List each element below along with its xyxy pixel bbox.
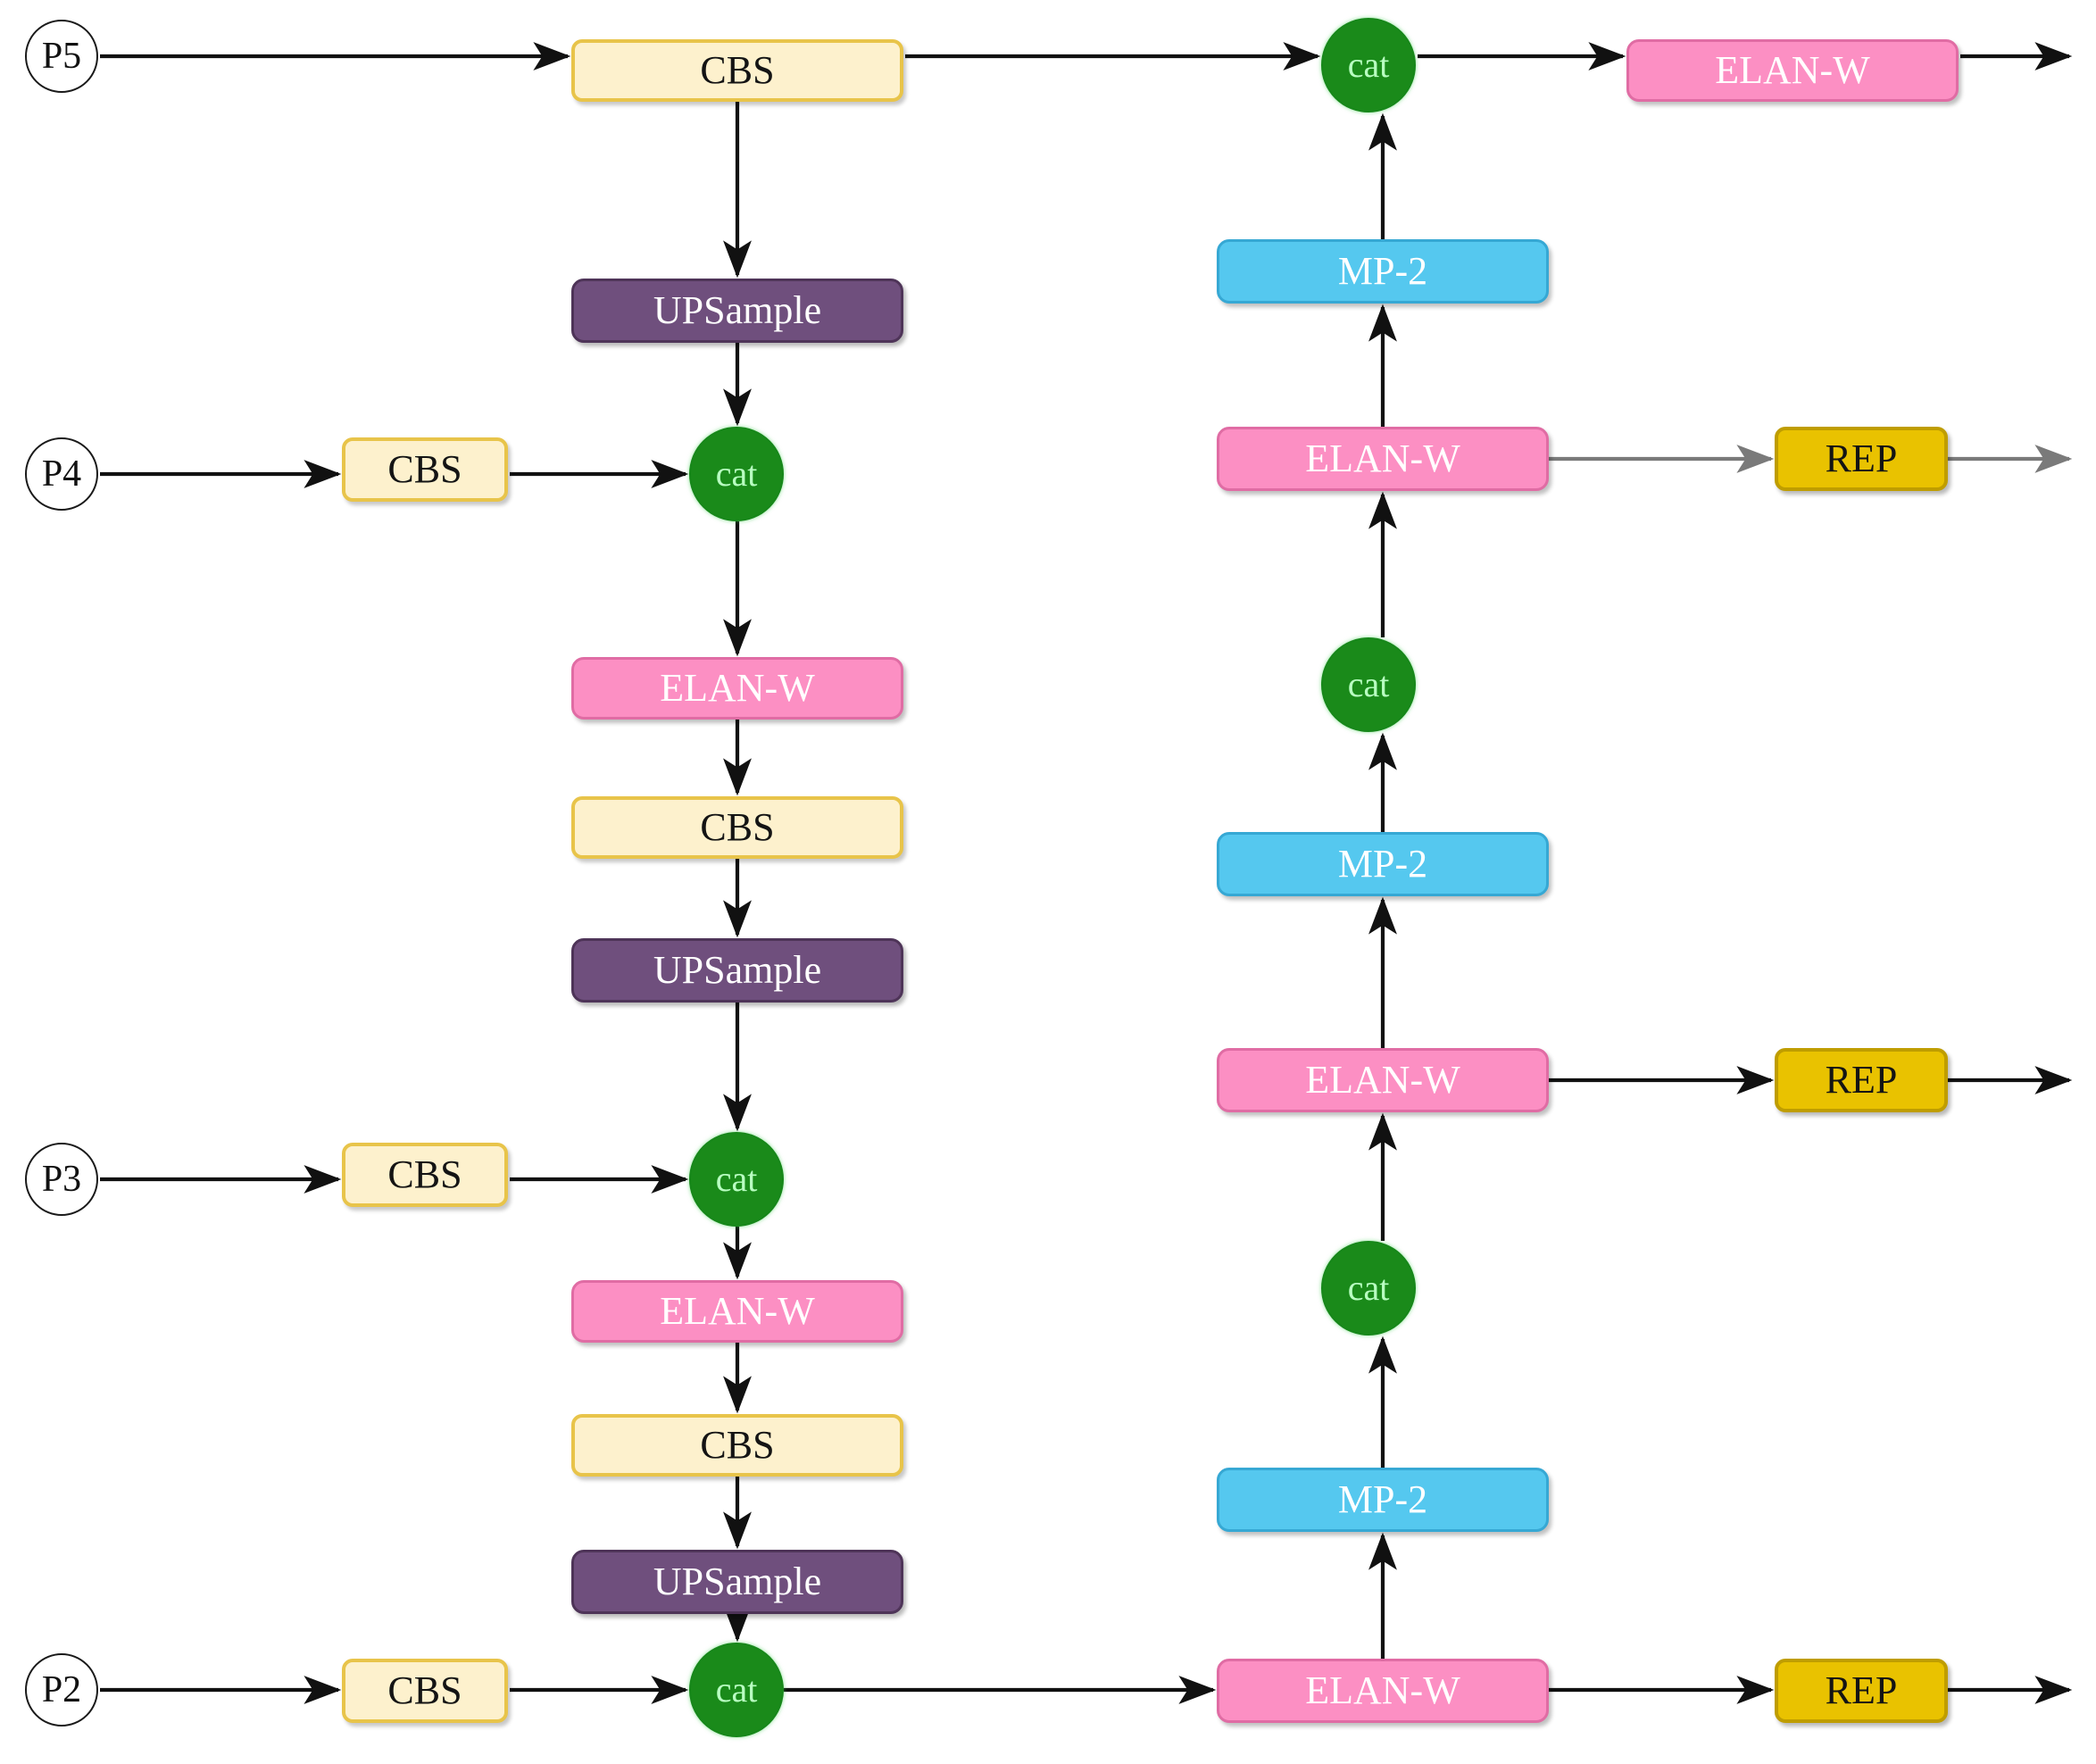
block-mp2-top[interactable]: MP-2 xyxy=(1217,239,1549,304)
block-upsample-2[interactable]: UPSample xyxy=(571,938,903,1003)
block-elanw-mid-2[interactable]: ELAN-W xyxy=(571,1280,903,1343)
block-elanw-p5[interactable]: ELAN-W xyxy=(1626,39,1959,102)
block-elanw-p2[interactable]: ELAN-W xyxy=(1217,1659,1549,1723)
block-upsample-3[interactable]: UPSample xyxy=(571,1550,903,1614)
block-mp2-mid[interactable]: MP-2 xyxy=(1217,832,1549,896)
concat-node-mid-1[interactable]: cat xyxy=(1321,637,1416,732)
edges-black xyxy=(100,42,2073,1704)
block-cbs-mid-2[interactable]: CBS xyxy=(571,1414,903,1477)
input-port-p2[interactable]: P2 xyxy=(25,1653,98,1727)
block-mp2-bot[interactable]: MP-2 xyxy=(1217,1468,1549,1532)
block-cbs-p2[interactable]: CBS xyxy=(342,1659,508,1723)
block-cbs-mid-1[interactable]: CBS xyxy=(571,796,903,859)
block-rep-p2[interactable]: REP xyxy=(1775,1659,1948,1723)
block-elanw-p4[interactable]: ELAN-W xyxy=(1217,427,1549,491)
block-rep-p4[interactable]: REP xyxy=(1775,427,1948,491)
concat-node-p5[interactable]: cat xyxy=(1321,18,1416,112)
concat-node-p3[interactable]: cat xyxy=(689,1132,784,1227)
concat-node-p4[interactable]: cat xyxy=(689,427,784,521)
block-cbs-p4[interactable]: CBS xyxy=(342,437,508,502)
input-port-p5[interactable]: P5 xyxy=(25,20,98,93)
block-elanw-mid-1[interactable]: ELAN-W xyxy=(571,657,903,720)
block-rep-p3[interactable]: REP xyxy=(1775,1048,1948,1112)
input-port-p4[interactable]: P4 xyxy=(25,437,98,511)
block-upsample-1[interactable]: UPSample xyxy=(571,279,903,343)
concat-node-mid-2[interactable]: cat xyxy=(1321,1241,1416,1335)
input-port-p3[interactable]: P3 xyxy=(25,1143,98,1216)
block-elanw-p3[interactable]: ELAN-W xyxy=(1217,1048,1549,1112)
concat-node-p2[interactable]: cat xyxy=(689,1643,784,1737)
block-cbs-p5[interactable]: CBS xyxy=(571,39,903,102)
block-cbs-p3[interactable]: CBS xyxy=(342,1143,508,1207)
